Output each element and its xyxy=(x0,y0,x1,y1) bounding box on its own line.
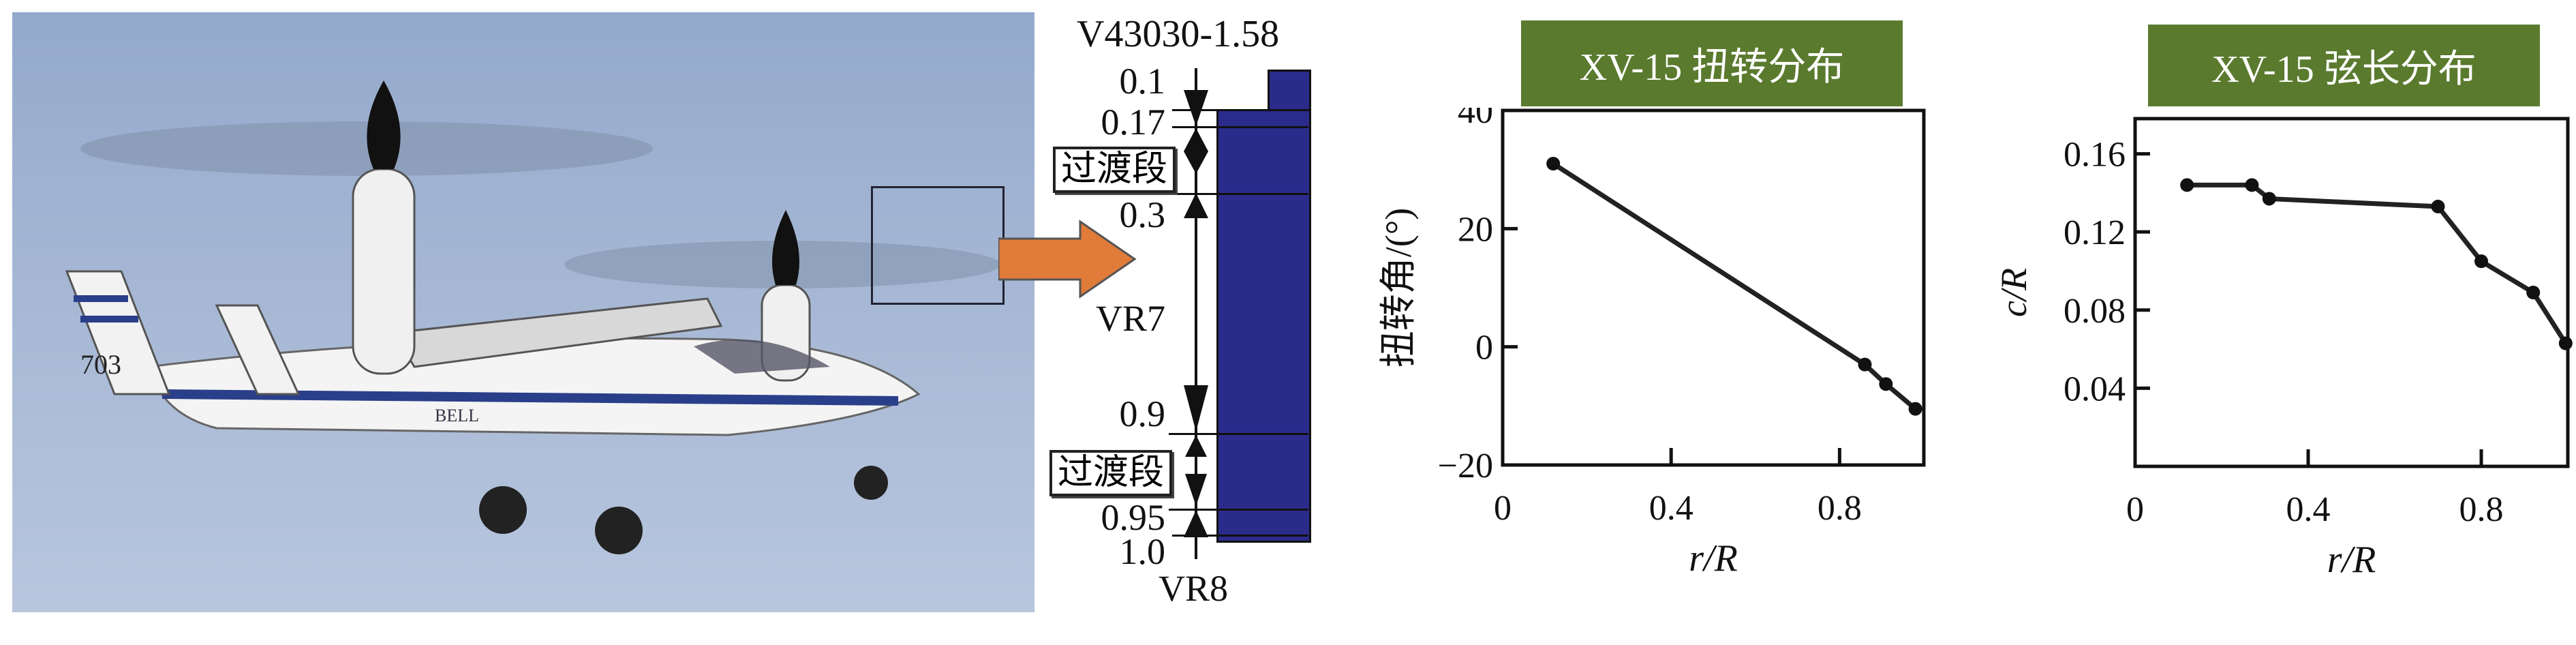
data-point xyxy=(1546,157,1561,170)
chord-chart-title: XV-15 弦长分布 xyxy=(2148,25,2540,106)
y-tick-label: 0 xyxy=(1475,329,1493,368)
blade-body xyxy=(1216,109,1311,543)
station-0.3: 0.3 xyxy=(1119,194,1166,235)
y-tick-label: 40 xyxy=(1458,108,1493,131)
station-0.17: 0.17 xyxy=(1101,102,1166,142)
y-axis-label: c/R xyxy=(1993,268,2034,317)
x-tick-label: 0.4 xyxy=(1649,489,1693,528)
station-line xyxy=(1172,109,1308,111)
data-point xyxy=(2526,286,2541,299)
x-tick-label: 0.8 xyxy=(2459,490,2504,529)
station-0.1: 0.1 xyxy=(1119,61,1166,102)
x-axis-label: r/R xyxy=(1689,537,1738,580)
data-point xyxy=(1879,377,1893,391)
dimension-line xyxy=(1195,68,1197,559)
station-line xyxy=(1169,509,1308,511)
airfoil-vr8-label: VR8 xyxy=(1159,568,1229,609)
station-line xyxy=(1169,433,1308,435)
station-line xyxy=(1172,126,1308,128)
data-line xyxy=(1552,162,1917,411)
blade-tip-segment xyxy=(1268,70,1311,115)
x-tick-label: 0.4 xyxy=(2286,490,2331,529)
data-point xyxy=(2558,336,2573,350)
data-point xyxy=(2262,192,2276,206)
chord-chart: 0 0.4 0.8 0.16 0.12 0.08 0.04 r/R c/R xyxy=(1993,117,2573,581)
y-tick-label: 20 xyxy=(1458,210,1493,249)
tip-airfoil-label: V43030-1.58 xyxy=(1077,13,1280,55)
station-line xyxy=(1172,535,1308,537)
aircraft-number: 703 xyxy=(80,349,121,380)
orange-arrow-icon xyxy=(998,220,1137,299)
plot-frame xyxy=(2133,117,2570,468)
y-tick-label: −20 xyxy=(1438,447,1493,485)
plot-frame xyxy=(1501,108,1926,467)
x-tick-label: 0 xyxy=(2126,490,2144,529)
transition-section-label: 过渡段 xyxy=(1049,450,1173,496)
y-tick-label: 0.12 xyxy=(2064,213,2126,252)
tail-text: BELL xyxy=(435,406,479,425)
station-line xyxy=(1172,193,1308,195)
aircraft-illustration: 703 BELL xyxy=(65,80,1000,554)
station-0.95: 0.95 xyxy=(1101,497,1166,538)
data-line xyxy=(2187,182,2568,345)
data-point xyxy=(1858,357,1872,372)
station-0.9: 0.9 xyxy=(1119,393,1166,434)
x-axis-label: r/R xyxy=(2327,539,2376,581)
airfoil-vr7-label: VR7 xyxy=(1095,298,1165,339)
twist-chart-title: XV-15 扭转分布 xyxy=(1521,20,1903,106)
aircraft-photo: 703 BELL xyxy=(12,12,1034,612)
y-tick-label: 0.08 xyxy=(2064,292,2126,331)
y-tick-label: 0.16 xyxy=(2064,136,2126,175)
station-1.0: 1.0 xyxy=(1119,531,1166,572)
x-tick-label: 0.8 xyxy=(1818,489,1862,528)
data-point xyxy=(2245,178,2259,192)
dimension-arrows-icon xyxy=(1184,90,1208,537)
data-point xyxy=(2431,199,2445,213)
data-point xyxy=(1908,402,1922,416)
x-tick-label: 0 xyxy=(1494,489,1512,528)
y-axis-label: 扭转角/(°) xyxy=(1378,208,1419,368)
data-point xyxy=(2180,178,2194,192)
data-point xyxy=(2474,254,2488,269)
transition-section-label: 过渡段 xyxy=(1053,147,1176,193)
y-tick-label: 0.04 xyxy=(2064,370,2126,408)
